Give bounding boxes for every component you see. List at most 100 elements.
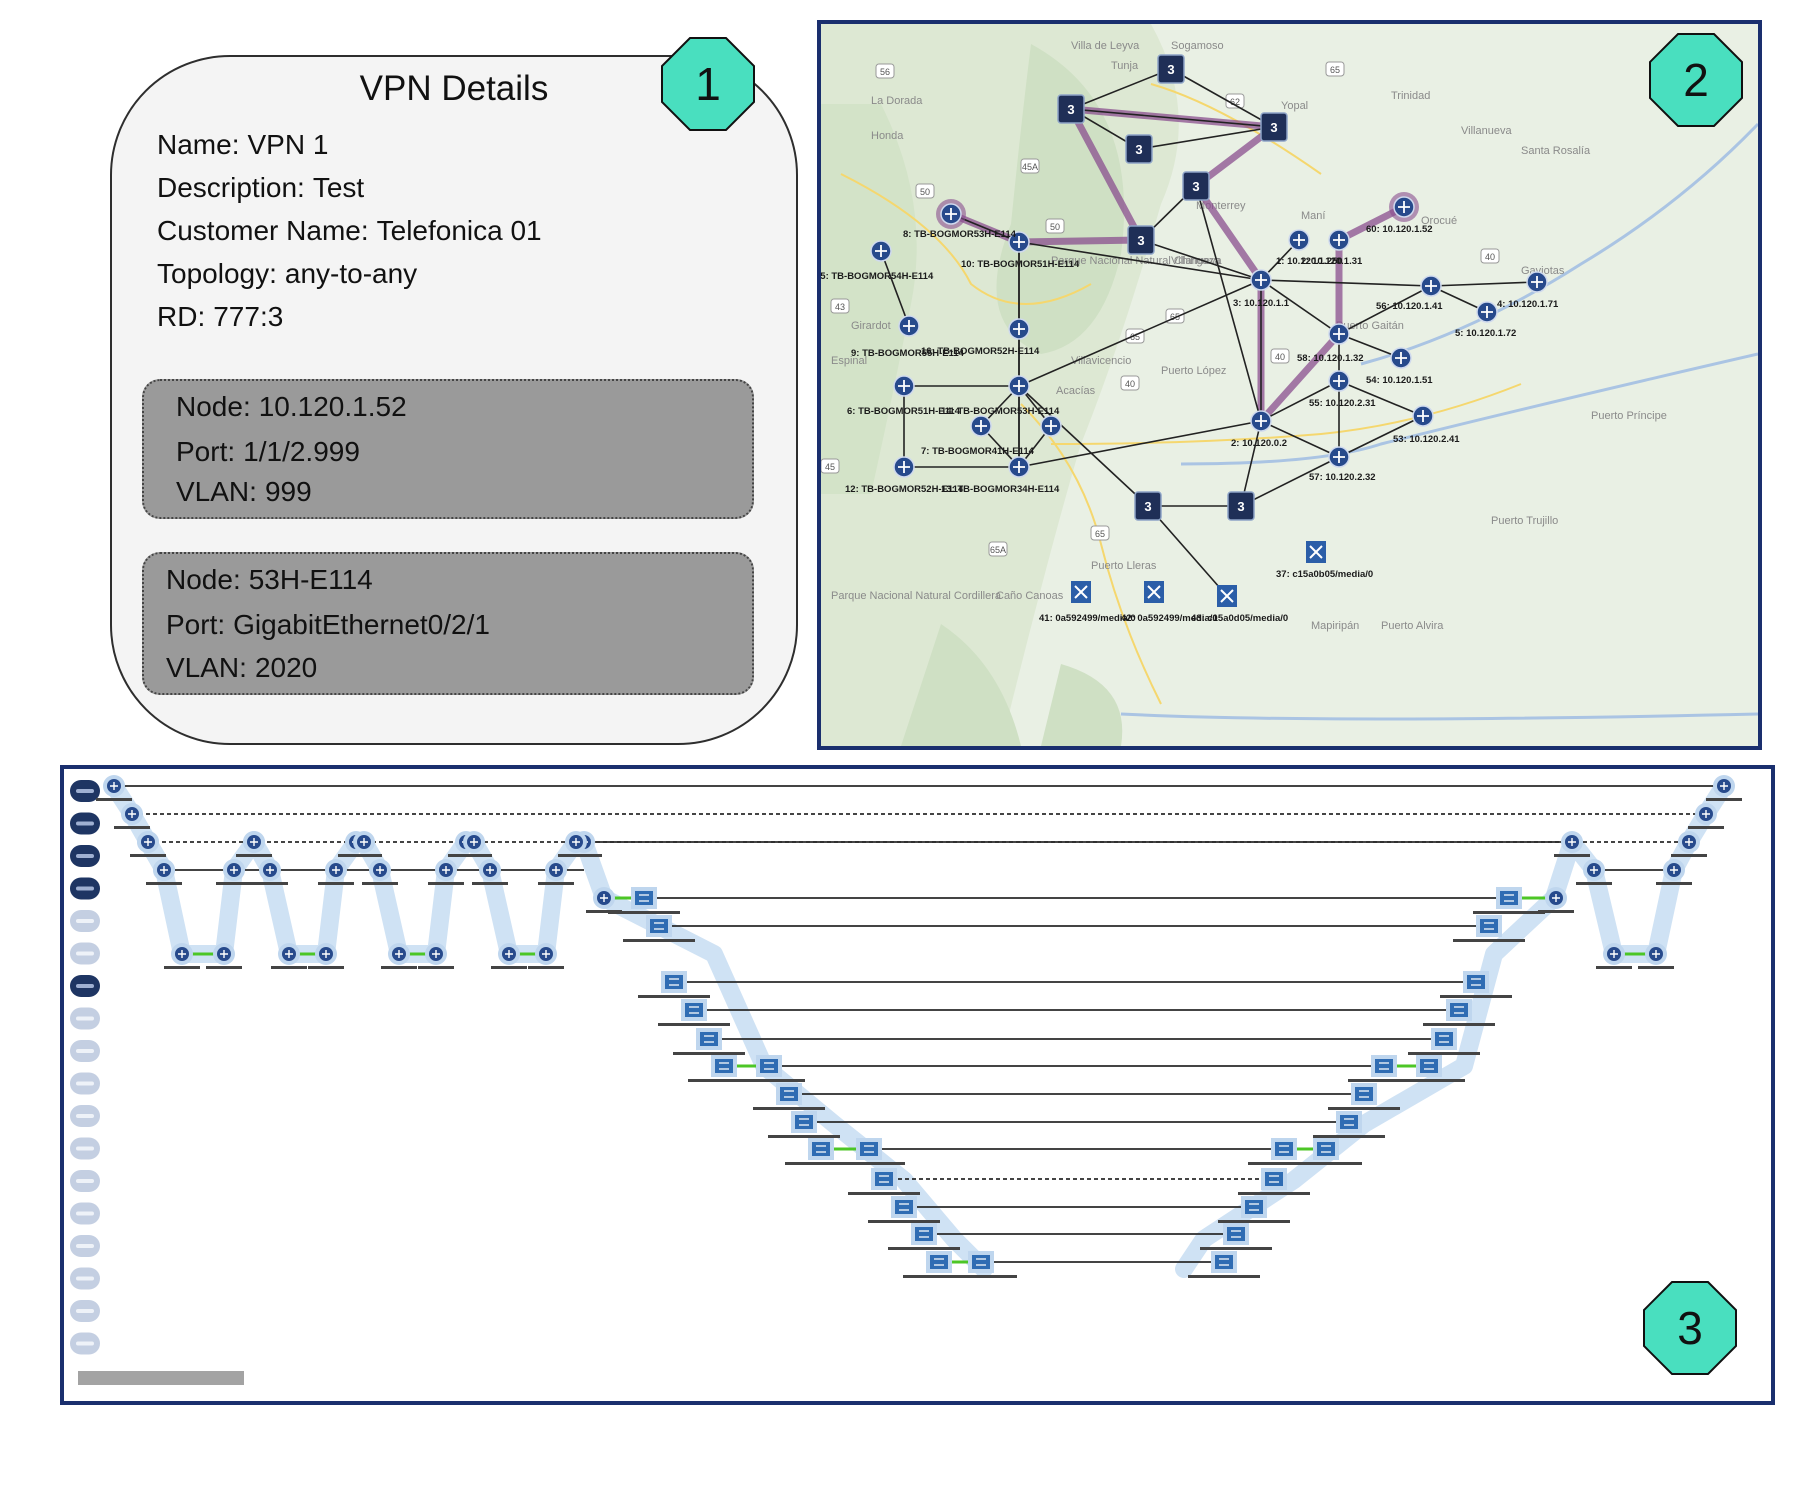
router-node-icon[interactable] xyxy=(243,831,265,853)
cluster-node-icon[interactable]: 3 xyxy=(1227,491,1255,521)
switch-node-icon[interactable] xyxy=(926,1251,952,1273)
switch-node-icon[interactable] xyxy=(1416,1055,1442,1077)
tree-nodes[interactable] xyxy=(96,775,1742,1278)
router-node-icon[interactable] xyxy=(498,943,520,965)
router-node-icon[interactable] xyxy=(1713,775,1735,797)
level-toggle-button[interactable] xyxy=(70,910,100,932)
switch-node-icon[interactable] xyxy=(968,1251,994,1273)
switch-node-icon[interactable] xyxy=(791,1111,817,1133)
switch-node-icon[interactable] xyxy=(1261,1168,1287,1190)
cluster-node-icon[interactable]: 3 xyxy=(1125,134,1153,164)
cluster-node-icon[interactable]: 3 xyxy=(1127,225,1155,255)
router-node-icon[interactable] xyxy=(1545,887,1567,909)
switch-node-icon[interactable] xyxy=(661,971,687,993)
switch-node-icon[interactable] xyxy=(1431,1028,1457,1050)
level-toggle-button[interactable] xyxy=(70,1267,100,1290)
level-toggle-button[interactable] xyxy=(70,942,100,965)
router-node-icon[interactable] xyxy=(1476,301,1498,323)
router-node-icon[interactable] xyxy=(970,415,992,437)
router-node-icon[interactable] xyxy=(1040,415,1062,437)
cluster-node-icon[interactable]: 3 xyxy=(1157,54,1185,84)
router-node-icon[interactable] xyxy=(565,831,587,853)
router-node-icon[interactable] xyxy=(479,859,501,881)
level-toggle-button[interactable] xyxy=(70,1202,100,1225)
switch-node-icon[interactable] xyxy=(1446,999,1472,1021)
endpoint-card-2[interactable]: Node:53H-E114 Port:GigabitEthernet0/2/1 … xyxy=(142,552,754,695)
switch-node-icon[interactable] xyxy=(1496,887,1522,909)
level-toggle-button[interactable] xyxy=(70,845,100,867)
router-node-icon[interactable] xyxy=(103,775,125,797)
router-node-icon[interactable] xyxy=(1695,803,1717,825)
switch-node-icon[interactable] xyxy=(1351,1083,1377,1105)
level-toggle-button[interactable] xyxy=(70,1007,100,1030)
router-node-icon[interactable] xyxy=(1250,269,1272,291)
level-toggle-button[interactable] xyxy=(70,1105,100,1127)
switch-node-icon[interactable] xyxy=(1463,971,1489,993)
switch-node-icon[interactable] xyxy=(1336,1111,1362,1133)
hierarchy-diagram[interactable] xyxy=(64,769,1771,1401)
level-toggle-button[interactable] xyxy=(70,1170,100,1192)
switch-node-icon[interactable] xyxy=(756,1055,782,1077)
endpoint-card-1[interactable]: Node:10.120.1.52 Port:1/1/2.999 VLAN:999 xyxy=(142,379,754,519)
switch-node-icon[interactable] xyxy=(681,999,707,1021)
router-node-icon[interactable] xyxy=(1008,375,1030,397)
hierarchy-view-panel[interactable]: 3 xyxy=(60,765,1775,1405)
level-toggle-button[interactable] xyxy=(70,1072,100,1095)
switch-node-icon[interactable] xyxy=(856,1138,882,1160)
router-node-icon[interactable] xyxy=(870,240,892,262)
router-node-icon[interactable] xyxy=(463,831,485,853)
level-toggle-button[interactable] xyxy=(70,1235,100,1257)
router-node-icon[interactable] xyxy=(259,859,281,881)
router-node-icon[interactable] xyxy=(1008,456,1030,478)
level-toggle-button[interactable] xyxy=(70,877,100,900)
router-node-icon[interactable] xyxy=(137,831,159,853)
level-toggle-button[interactable] xyxy=(70,780,100,802)
switch-node-icon[interactable] xyxy=(711,1055,737,1077)
router-node-icon[interactable] xyxy=(593,887,615,909)
media-node-icon[interactable] xyxy=(1071,581,1091,603)
cluster-node-icon[interactable]: 3 xyxy=(1260,112,1288,142)
switch-node-icon[interactable] xyxy=(1211,1251,1237,1273)
level-toggle-button[interactable] xyxy=(70,1332,100,1355)
switch-node-icon[interactable] xyxy=(911,1223,937,1245)
router-node-icon[interactable] xyxy=(1288,229,1310,251)
router-node-icon[interactable] xyxy=(1328,229,1350,251)
router-node-icon[interactable] xyxy=(1603,943,1625,965)
router-node-icon[interactable] xyxy=(1328,446,1350,468)
router-node-icon[interactable] xyxy=(213,943,235,965)
router-node-icon[interactable] xyxy=(936,199,966,229)
router-node-icon[interactable] xyxy=(1583,859,1605,881)
switch-node-icon[interactable] xyxy=(631,887,657,909)
router-node-icon[interactable] xyxy=(535,943,557,965)
switch-node-icon[interactable] xyxy=(871,1168,897,1190)
router-node-icon[interactable] xyxy=(1526,271,1548,293)
router-node-icon[interactable] xyxy=(1390,347,1412,369)
router-node-icon[interactable] xyxy=(369,859,391,881)
level-rail[interactable] xyxy=(70,780,100,1355)
media-node-icon[interactable] xyxy=(1144,581,1164,603)
router-node-icon[interactable] xyxy=(1663,859,1685,881)
router-node-icon[interactable] xyxy=(435,859,457,881)
router-node-icon[interactable] xyxy=(1008,231,1030,253)
router-node-icon[interactable] xyxy=(1561,831,1583,853)
level-toggle-button[interactable] xyxy=(70,1040,100,1062)
switch-node-icon[interactable] xyxy=(1271,1138,1297,1160)
router-node-icon[interactable] xyxy=(893,375,915,397)
level-toggle-button[interactable] xyxy=(70,975,100,997)
router-node-icon[interactable] xyxy=(545,859,567,881)
switch-node-icon[interactable] xyxy=(1313,1138,1339,1160)
switch-node-icon[interactable] xyxy=(1241,1196,1267,1218)
switch-node-icon[interactable] xyxy=(696,1028,722,1050)
router-node-icon[interactable] xyxy=(1328,323,1350,345)
router-node-icon[interactable] xyxy=(171,943,193,965)
cluster-node-icon[interactable]: 3 xyxy=(1134,491,1162,521)
router-node-icon[interactable] xyxy=(325,859,347,881)
switch-node-icon[interactable] xyxy=(1371,1055,1397,1077)
switch-node-icon[interactable] xyxy=(776,1083,802,1105)
router-node-icon[interactable] xyxy=(121,803,143,825)
router-node-icon[interactable] xyxy=(388,943,410,965)
cluster-node-icon[interactable]: 3 xyxy=(1057,94,1085,124)
switch-node-icon[interactable] xyxy=(1476,915,1502,937)
